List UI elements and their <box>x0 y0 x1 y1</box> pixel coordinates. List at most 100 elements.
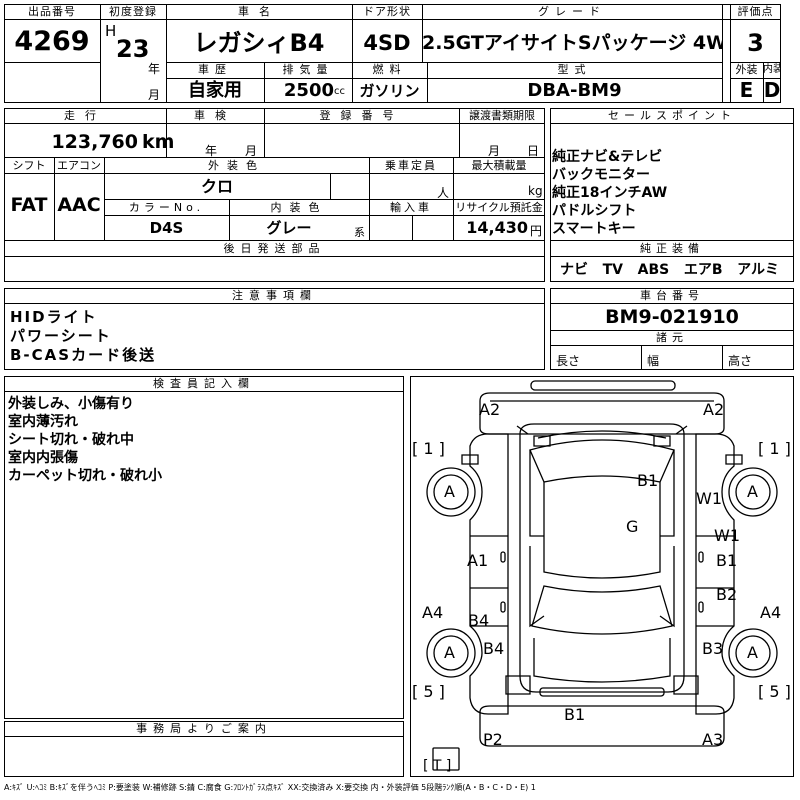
model-label: 型式 <box>557 63 592 76</box>
history: 自家用 <box>188 80 242 101</box>
inspector-line-2: 室内薄汚れ <box>8 414 78 430</box>
equip-navi: ナビ <box>560 262 588 278</box>
shift-label: シフト <box>12 159 46 172</box>
note-3: B-CASカード後送 <box>10 346 157 364</box>
model: DBA-BM9 <box>527 80 622 101</box>
first-reg-label: 初度登録 <box>109 5 157 18</box>
mileage-label: 走行 <box>64 109 106 122</box>
note-2: パワーシート <box>10 327 112 345</box>
equip-label: 純正装備 <box>640 242 704 255</box>
ac: AAC <box>57 194 101 216</box>
mark-a2-right: A2 <box>703 400 725 419</box>
mark-a-rear-left: A <box>444 643 455 662</box>
era: H <box>105 22 117 40</box>
mark-a4-right: A4 <box>760 603 782 622</box>
sales-point-3: 純正18インチAW <box>552 185 668 201</box>
transfer-label: 譲渡書類期限 <box>469 109 535 122</box>
reg-year: 23 <box>116 36 150 62</box>
fuel-label: 燃料 <box>372 63 407 76</box>
mark-bracket1-left: [ 1 ] <box>412 439 445 458</box>
spec-height: 高さ <box>728 354 753 368</box>
mark-b1-roof: B1 <box>637 471 659 490</box>
sales-point-block <box>550 108 794 282</box>
year-unit: 年 <box>148 62 161 76</box>
grade: 2.5GTアイサイトSパッケージ 4WD <box>422 32 722 54</box>
displacement-label: 排気量 <box>282 63 334 76</box>
displacement: 2500 <box>283 80 334 101</box>
equip-abs: ABS <box>637 262 670 278</box>
lot-no-label: 出品番号 <box>28 5 76 18</box>
fuel: ガソリン <box>359 82 420 100</box>
recycle-label: リサイクル預託金 <box>455 201 543 214</box>
sales-point-4: パドルシフト <box>552 203 637 219</box>
mark-a1: A1 <box>467 551 489 570</box>
inspection-label: 車検 <box>194 109 236 122</box>
inspector-line-4: 室内内張傷 <box>8 450 78 466</box>
mark-b4-a: B4 <box>468 611 490 630</box>
later-parts-label: 後日発送部品 <box>223 242 326 255</box>
sales-point-1: 純正ナビ&テレビ <box>552 149 663 165</box>
colorno: D4S <box>149 219 184 237</box>
transfer-day: 日 <box>527 144 540 158</box>
car-diagram-frame <box>410 376 794 777</box>
mark-g: G <box>626 517 639 536</box>
mark-a2-left: A2 <box>479 400 501 419</box>
grade-label: グレード <box>538 5 606 18</box>
sales-point-5: スマートキー <box>552 221 636 237</box>
import-label: 輸入車 <box>390 201 432 214</box>
inspection-month-unit: 月 <box>245 144 258 158</box>
equip-list: ナビ TV ABS エアB アルミ PS PW <box>560 259 792 281</box>
load-unit: kg <box>528 184 543 198</box>
note-1: HIDライト <box>10 308 98 326</box>
history-label: 車歴 <box>198 63 232 76</box>
car-damage-diagram <box>426 380 778 771</box>
shift: FAT <box>10 194 48 216</box>
mark-b4-b: B4 <box>483 639 505 658</box>
notes-label: 注意事項欄 <box>232 289 317 302</box>
mark-a3: A3 <box>702 730 724 749</box>
inspector-line-3: シート切れ・破れ中 <box>8 432 134 448</box>
mark-bracket5-right: [ 5 ] <box>758 682 791 701</box>
mark-w1-a: W1 <box>696 489 722 508</box>
color: クロ <box>200 177 233 196</box>
colorno-label: カラーNo. <box>128 201 205 214</box>
header-block <box>4 4 781 103</box>
recycle: 14,430 <box>466 218 528 237</box>
spec-label: 諸元 <box>656 331 688 344</box>
equip-airbag: エアB <box>683 262 723 278</box>
chassis-block <box>550 288 794 370</box>
inspector-line-5: カーペット切れ・破れ小 <box>8 468 162 484</box>
door-label: ドア形状 <box>363 5 411 18</box>
mark-bracket1-right: [ 1 ] <box>758 439 791 458</box>
displacement-unit: cc <box>334 86 345 97</box>
ext-label: 外装 <box>735 63 758 76</box>
mark-a-front-right: A <box>747 482 758 501</box>
door: 4SD <box>363 31 411 55</box>
mark-p2: P2 <box>483 730 503 749</box>
office-block <box>4 721 404 777</box>
month-unit: 月 <box>148 88 161 102</box>
legend: A:ｷｽﾞ U:ﾍｺﾐ B:ｷｽﾞを伴うﾍｺﾐ P:要塗装 W:補修跡 S:錆 … <box>4 783 536 792</box>
intcolor-unit: 系 <box>354 226 365 239</box>
inspector-line-1: 外装しみ、小傷有り <box>8 396 134 412</box>
mark-b1-rear: B1 <box>564 705 586 724</box>
equip-alloy: アルミ <box>737 262 780 278</box>
transfer-month: 月 <box>488 144 501 158</box>
mark-bracket5-left: [ 5 ] <box>412 682 445 701</box>
lot-no: 4269 <box>14 26 90 57</box>
chassis-number: BM9-021910 <box>605 306 739 328</box>
int-grade: D <box>763 78 781 102</box>
inspector-block <box>4 376 404 719</box>
int-label: 内装 <box>763 64 781 75</box>
sales-point-2: バックモニター <box>552 167 650 183</box>
equip-tv: TV <box>602 262 624 278</box>
chassis-label: 車台番号 <box>640 289 704 302</box>
sales-point-label: セールスポイント <box>608 109 736 122</box>
mark-b2: B2 <box>716 585 738 604</box>
intcolor: グレー <box>266 219 312 237</box>
office-label: 事務局よりご案内 <box>136 722 272 735</box>
mark-w1-b: W1 <box>714 526 740 545</box>
spec-length: 長さ <box>556 354 581 368</box>
mark-b1-rear-door: B1 <box>716 551 738 570</box>
ac-label: エアコン <box>57 159 101 172</box>
